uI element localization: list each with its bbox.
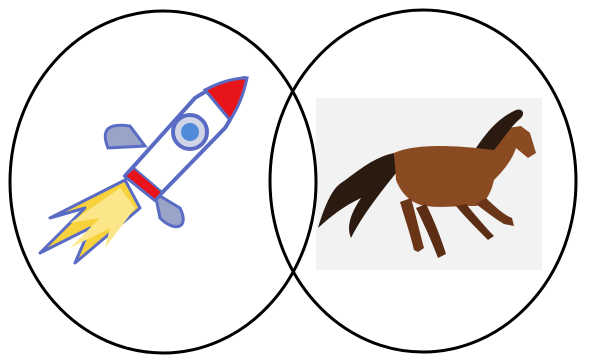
rocket-picture (30, 68, 260, 270)
horse-picture (316, 98, 542, 270)
rocket-window-glass (181, 123, 199, 141)
horse-icon (316, 98, 542, 270)
rocket-flame (40, 180, 140, 263)
rocket-fin-left (105, 125, 145, 148)
rocket-icon (30, 68, 260, 270)
